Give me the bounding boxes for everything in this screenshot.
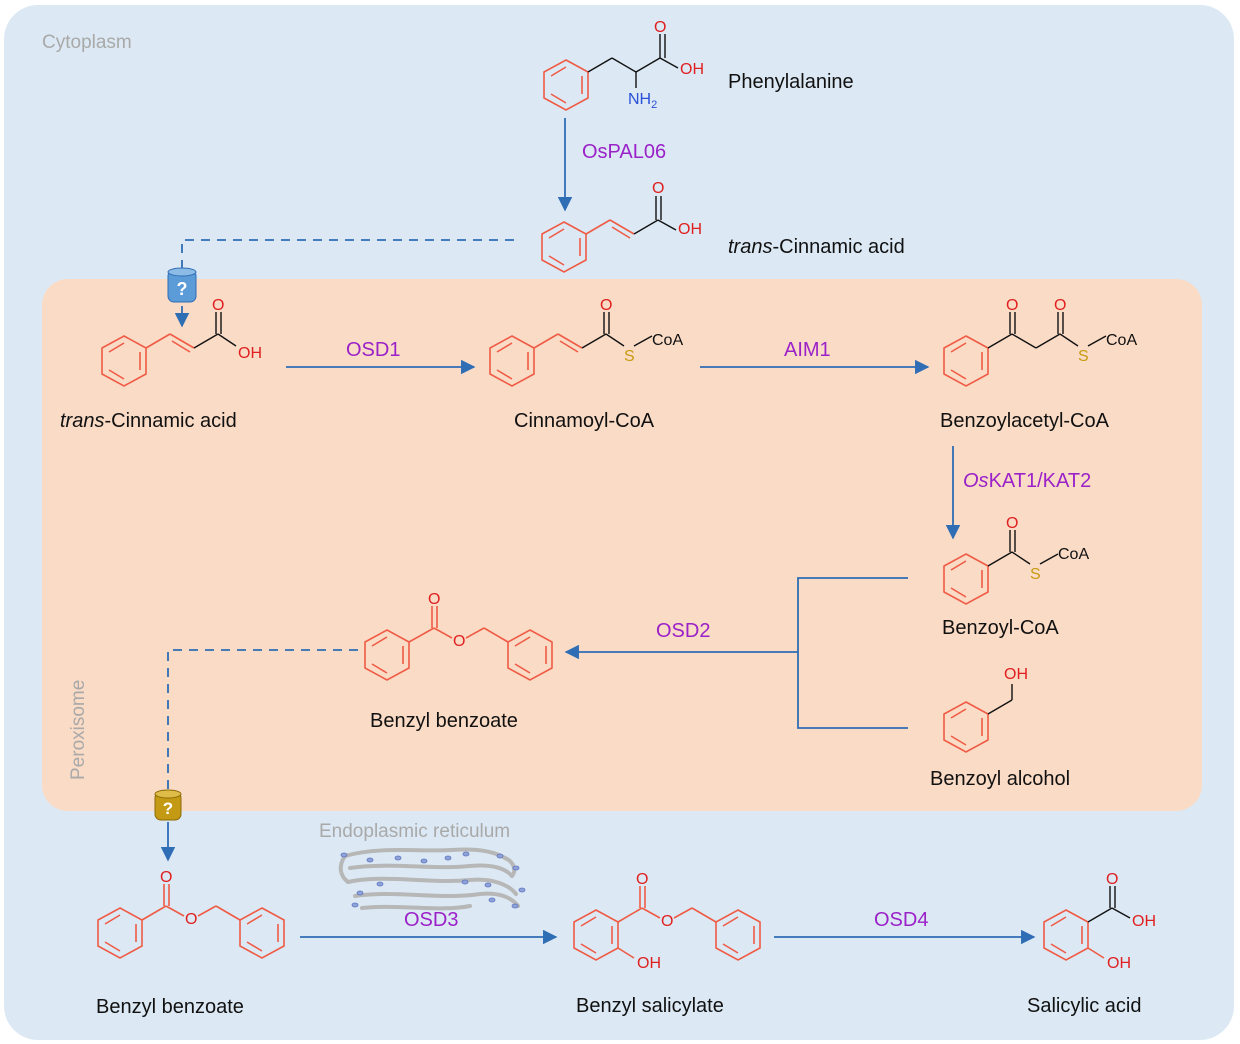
svg-text:O: O xyxy=(212,297,224,314)
svg-text:OH: OH xyxy=(680,61,704,78)
svg-text:O: O xyxy=(652,180,664,197)
osd1-label: OSD1 xyxy=(346,339,400,361)
phenylalanine-label: Phenylalanine xyxy=(728,71,854,93)
osd4-label: OSD4 xyxy=(874,909,928,931)
cytoplasm-label: Cytoplasm xyxy=(42,32,132,53)
benzoyl-coa-structure: O S CoA xyxy=(943,515,1089,605)
svg-text:CoA: CoA xyxy=(1106,332,1137,349)
peroxisome-label: Peroxisome xyxy=(68,680,89,780)
svg-text:O: O xyxy=(636,871,648,888)
svg-text:O: O xyxy=(1006,297,1018,314)
svg-text:OH: OH xyxy=(238,345,262,362)
benzyl-salicylate-structure: O O OH xyxy=(573,871,761,972)
osd3-label: OSD3 xyxy=(404,909,458,931)
benzyl-benzoate-cyto-label: Benzyl benzoate xyxy=(96,996,244,1018)
svg-text:CoA: CoA xyxy=(652,332,683,349)
benzoylacetyl-coa-structure: O O S CoA xyxy=(943,297,1137,387)
cinnamic-acid-perox-structure: O OH xyxy=(101,297,262,387)
svg-text:O: O xyxy=(185,911,197,928)
svg-text:OH: OH xyxy=(678,221,702,238)
svg-text:S: S xyxy=(1078,348,1089,365)
svg-text:OH: OH xyxy=(1107,955,1131,972)
salicylic-acid-structure: O OH OH xyxy=(1043,871,1156,972)
ribosomes xyxy=(340,851,526,909)
cinnamic-acid-cyto-label: trans-Cinnamic acid xyxy=(728,236,905,258)
kat-label: OsKAT1/KAT2 xyxy=(963,470,1091,492)
phenylalanine-structure: O OH NH2 xyxy=(543,19,704,111)
svg-text:O: O xyxy=(654,19,666,36)
svg-text:O: O xyxy=(661,913,673,930)
benzoylacetyl-coa-label: Benzoylacetyl-CoA xyxy=(940,410,1110,432)
svg-text:?: ? xyxy=(163,799,173,818)
er-label: Endoplasmic reticulum xyxy=(319,821,510,842)
benzoyl-alcohol-structure: OH xyxy=(943,666,1028,753)
salicylic-acid-label: Salicylic acid xyxy=(1027,995,1141,1017)
peroxisome-compartment xyxy=(42,279,1202,811)
benzoyl-coa-label: Benzoyl-CoA xyxy=(942,617,1059,639)
aim1-label: AIM1 xyxy=(784,339,831,361)
er-illustration xyxy=(338,847,520,911)
svg-text:O: O xyxy=(600,297,612,314)
cinnamic-acid-cyto-structure: O OH xyxy=(541,180,702,273)
benzyl-benzoate-perox-label: Benzyl benzoate xyxy=(370,710,518,732)
benzyl-salicylate-label: Benzyl salicylate xyxy=(576,995,724,1017)
osd2-bracket xyxy=(797,577,908,729)
svg-text:O: O xyxy=(453,633,465,650)
transporter-2-icon: ? xyxy=(154,789,182,821)
ospal06-label: OsPAL06 xyxy=(582,141,666,163)
cinnamoyl-coa-label: Cinnamoyl-CoA xyxy=(514,410,655,432)
cinnamic-acid-perox-label: trans-Cinnamic acid xyxy=(60,410,237,432)
benzyl-benzoate-perox-structure: O O xyxy=(364,591,553,681)
svg-text:O: O xyxy=(1106,871,1118,888)
svg-text:O: O xyxy=(1006,515,1018,532)
svg-text:O: O xyxy=(1054,297,1066,314)
svg-text:O: O xyxy=(428,591,440,608)
svg-text:?: ? xyxy=(177,279,188,299)
svg-text:OH: OH xyxy=(1004,666,1028,683)
cinnamoyl-coa-structure: O S CoA xyxy=(489,297,683,387)
osd2-label: OSD2 xyxy=(656,620,710,642)
benzoyl-alcohol-label: Benzoyl alcohol xyxy=(930,768,1070,790)
transporter-1-icon: ? xyxy=(167,267,197,303)
svg-text:S: S xyxy=(1030,566,1041,583)
svg-text:NH2: NH2 xyxy=(628,91,657,111)
svg-text:O: O xyxy=(160,869,172,886)
svg-text:OH: OH xyxy=(637,955,661,972)
svg-text:CoA: CoA xyxy=(1058,546,1089,563)
benzyl-benzoate-cyto-structure: O O xyxy=(97,869,285,959)
svg-text:S: S xyxy=(624,348,635,365)
svg-text:OH: OH xyxy=(1132,913,1156,930)
